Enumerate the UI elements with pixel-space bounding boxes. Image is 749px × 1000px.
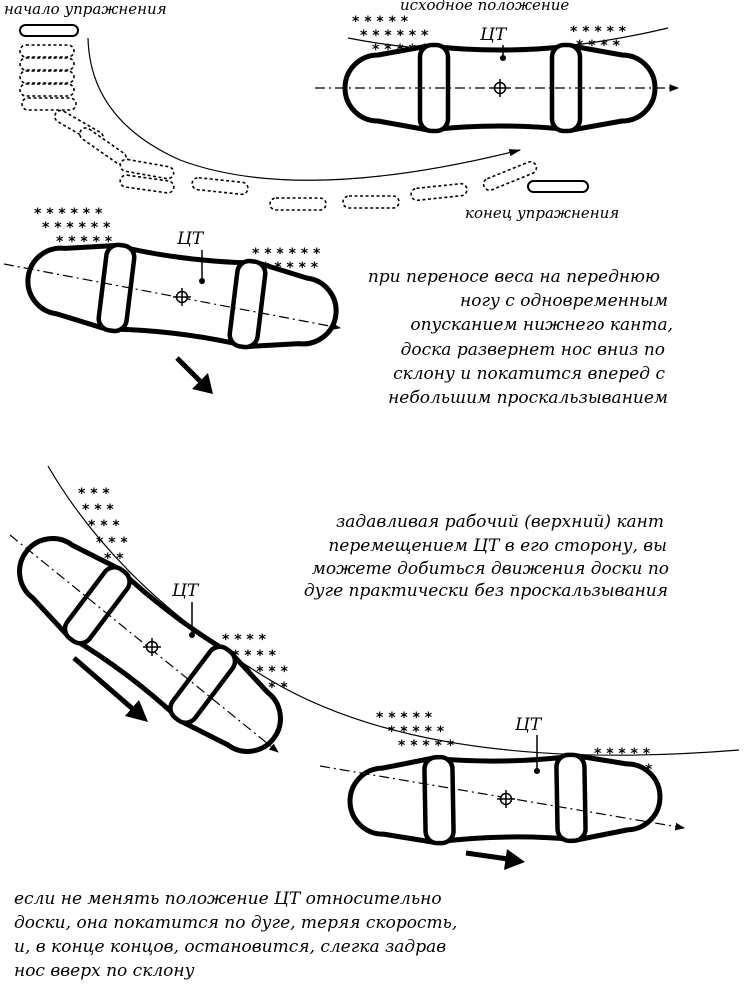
svg-text:* * *: * * * bbox=[88, 518, 120, 534]
ghost-board bbox=[119, 174, 175, 194]
cg-label: ЦТ bbox=[171, 581, 200, 601]
svg-text:* * * * * *: * * * * * * bbox=[252, 246, 321, 262]
cg-point bbox=[199, 278, 205, 284]
motion-arrow-icon bbox=[175, 356, 213, 394]
ghost-board bbox=[78, 127, 128, 165]
caption-line: при переносе веса на переднюю bbox=[368, 267, 660, 287]
svg-text:* * * * *: * * * * * bbox=[398, 738, 455, 754]
svg-text:* * * *: * * * * bbox=[232, 648, 277, 664]
svg-text:* * *: * * * bbox=[96, 535, 128, 551]
ghost-board-sequence bbox=[19, 24, 589, 211]
svg-text:* * * * *: * * * * * bbox=[594, 746, 651, 762]
caption-line: если не менять положение ЦТ относительно bbox=[14, 889, 442, 909]
caption-line: доска развернет нос вниз по bbox=[401, 340, 665, 360]
ghost-board bbox=[342, 195, 400, 209]
caption-line: перемещением ЦТ в его сторону, вы bbox=[328, 536, 667, 556]
caption-line: дуге практически без проскальзывания bbox=[304, 581, 668, 601]
svg-text:* * * * *: * * * * * bbox=[388, 724, 445, 740]
ghost-board bbox=[410, 182, 468, 202]
caption-line: доски, она покатится по дуге, теряя скор… bbox=[14, 913, 457, 933]
ghost-board bbox=[19, 83, 75, 97]
caption-line: ногу с одновременным bbox=[460, 291, 668, 311]
cg-point bbox=[534, 768, 540, 774]
ghost-board bbox=[269, 197, 327, 211]
svg-text:* * * * *: * * * * * bbox=[570, 24, 627, 40]
cg-label: ЦТ bbox=[176, 229, 205, 249]
caption-edge-pressure: задавливая рабочий (верхний) кант переме… bbox=[304, 512, 669, 601]
ghost-board bbox=[119, 158, 175, 180]
ghost-board-end bbox=[527, 180, 589, 193]
ghost-board bbox=[19, 70, 75, 84]
board-axis bbox=[3, 263, 341, 331]
ghost-board bbox=[19, 44, 75, 58]
cg-label: ЦТ bbox=[479, 25, 508, 45]
cg-point bbox=[500, 55, 506, 61]
caption-line: небольшим проскальзыванием bbox=[388, 388, 668, 408]
board-axis bbox=[9, 534, 279, 753]
caption-line: опусканием нижнего канта, bbox=[410, 315, 673, 335]
ghost-board bbox=[19, 57, 75, 71]
svg-text:* * * * *: * * * * * bbox=[376, 710, 433, 726]
svg-text:* * * * * *: * * * * * * bbox=[34, 206, 103, 222]
caption-line: нос вверх по склону bbox=[14, 961, 195, 981]
ghost-board bbox=[482, 160, 538, 192]
label-end: конец упражнения bbox=[465, 204, 619, 222]
cg-label: ЦТ bbox=[514, 715, 543, 735]
caption-line: можете добиться движения доски по bbox=[312, 559, 669, 579]
caption-line: и, в конце концов, остановится, слегка з… bbox=[14, 937, 446, 957]
cg-point bbox=[189, 632, 195, 638]
snow-spray-left: * * * * * * * * * * * * * * * bbox=[376, 710, 455, 754]
svg-text:* * * * * *: * * * * * * bbox=[42, 220, 111, 236]
caption-weight-transfer: при переносе веса на переднюю ногу с одн… bbox=[368, 267, 673, 408]
svg-text:* * * * *: * * * * * bbox=[352, 14, 409, 30]
motion-arrow-icon bbox=[465, 849, 525, 870]
label-start: начало упражнения bbox=[4, 0, 167, 18]
svg-text:* * * * * *: * * * * * * bbox=[360, 28, 429, 44]
caption-no-change: если не менять положение ЦТ относительно… bbox=[14, 889, 457, 981]
caption-line: задавливая рабочий (верхний) кант bbox=[336, 512, 664, 532]
trajectory-arc bbox=[87, 37, 522, 181]
snow-spray-left: * * * * * * * * * * * * * * * * * bbox=[34, 206, 113, 250]
ghost-board bbox=[21, 97, 77, 111]
svg-text:* * *: * * * bbox=[78, 486, 110, 502]
svg-text:* * * *: * * * * bbox=[222, 632, 267, 648]
ghost-board-start bbox=[19, 24, 79, 37]
svg-text:* * *: * * * bbox=[82, 502, 114, 518]
label-initial-position: исходное положение bbox=[400, 0, 569, 14]
caption-line: склону и покатится вперед с bbox=[393, 364, 665, 384]
motion-arrow-icon bbox=[72, 656, 148, 722]
ghost-board bbox=[191, 176, 249, 196]
